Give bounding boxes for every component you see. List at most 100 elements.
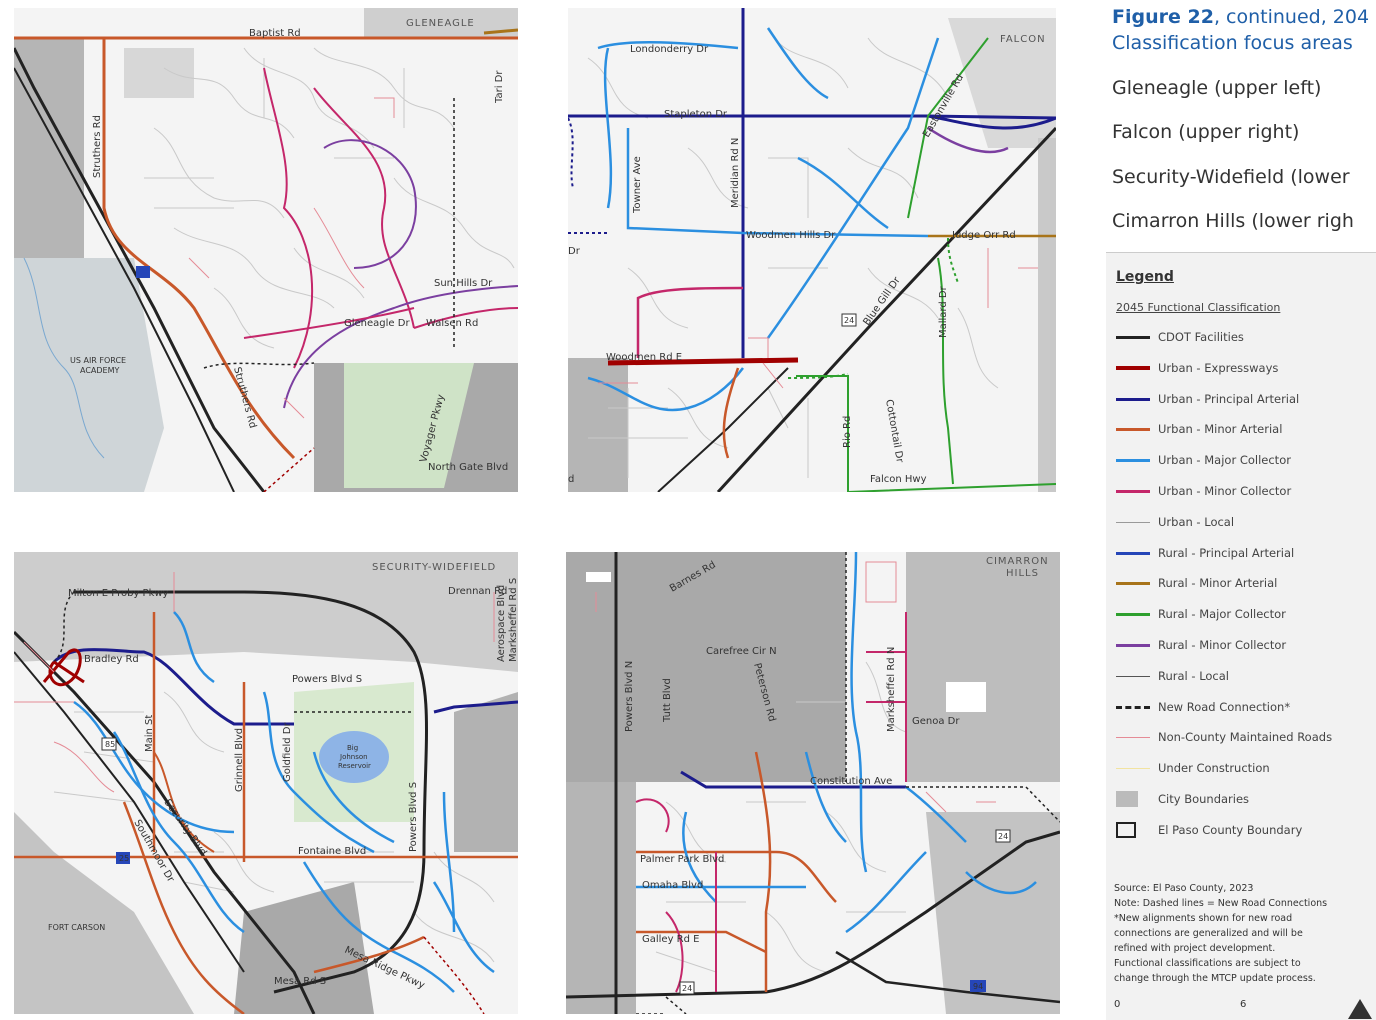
svg-text:Grinnell Blvd: Grinnell Blvd: [234, 728, 245, 792]
svg-text:25: 25: [119, 854, 129, 863]
legend-label: Rural - Minor Arterial: [1158, 576, 1278, 591]
svg-text:Stapleton Dr: Stapleton Dr: [664, 109, 728, 120]
svg-text:d: d: [568, 474, 574, 485]
svg-text:Galley Rd E: Galley Rd E: [642, 934, 699, 945]
legend-label: Urban - Principal Arterial: [1158, 391, 1300, 406]
svg-text:Tutt Blvd: Tutt Blvd: [662, 678, 673, 723]
map-falcon[interactable]: FALCON Londonderry Dr Stapleton Dr Towne…: [568, 8, 1056, 492]
svg-text:24: 24: [682, 984, 692, 993]
svg-text:US AIR FORCE: US AIR FORCE: [70, 356, 126, 365]
legend-swatch-icon: [1116, 613, 1150, 625]
legend-label: El Paso County Boundary: [1158, 822, 1303, 837]
legend-item: Urban - Minor Collector: [1116, 481, 1376, 501]
caption-item-security: Security-Widefield (lower: [1112, 166, 1350, 188]
legend-item: Rural - Major Collector: [1116, 604, 1376, 624]
legend-title: Legend: [1116, 269, 1174, 285]
legend-label: Rural - Principal Arterial: [1158, 545, 1295, 560]
legend-swatch-icon: [1116, 644, 1150, 656]
legend-swatch-icon: [1116, 737, 1150, 749]
legend-label: City Boundaries: [1158, 792, 1250, 806]
svg-text:Goldfield Dr: Goldfield Dr: [282, 722, 293, 782]
legend-note: Note: Dashed lines = New Road Connection…: [1114, 898, 1328, 909]
legend-item: Urban - Minor Arterial: [1116, 419, 1376, 439]
svg-text:Londonderry Dr: Londonderry Dr: [630, 44, 709, 55]
scale-end: 6: [1240, 999, 1247, 1010]
legend-label: Non-County Maintained Roads: [1158, 730, 1333, 745]
svg-text:94: 94: [973, 982, 983, 991]
svg-text:Fontaine Blvd: Fontaine Blvd: [298, 846, 366, 857]
map-gleneagle[interactable]: GLENEAGLE Baptist Rd Struthers Rd Tari D…: [14, 8, 518, 492]
figure-title: Figure 22, continued, 204: [1112, 6, 1370, 28]
svg-text:Genoa Dr: Genoa Dr: [912, 716, 960, 727]
legend-subtitle: 2045 Functional Classification: [1116, 301, 1281, 314]
legend-note: Functional classifications are subject t…: [1114, 958, 1301, 969]
svg-text:Meridian Rd N: Meridian Rd N: [730, 138, 741, 208]
legend-swatch-icon: [1116, 551, 1150, 564]
legend-swatch-icon: [1116, 521, 1150, 534]
svg-text:Aerospace Blvd: Aerospace Blvd: [496, 585, 507, 662]
svg-text:Gleneagle Dr: Gleneagle Dr: [344, 318, 410, 329]
svg-text:North Gate Blvd: North Gate Blvd: [428, 462, 508, 473]
legend-note: refined with project development.: [1114, 943, 1276, 954]
legend-label: Rural - Local: [1158, 668, 1229, 683]
svg-text:Towner Ave: Towner Ave: [632, 156, 643, 214]
legend-item: CDOT Facilities: [1116, 327, 1376, 347]
svg-text:Powers Blvd S: Powers Blvd S: [408, 782, 419, 852]
svg-text:Dr: Dr: [568, 246, 581, 257]
legend-swatch-icon: [1116, 397, 1150, 410]
legend-label: Urban - Minor Arterial: [1158, 422, 1283, 437]
legend-item: Rural - Principal Arterial: [1116, 543, 1376, 563]
svg-text:Marksheffel Rd N: Marksheffel Rd N: [886, 647, 897, 732]
map-legend: Legend 2045 Functional Classification CD…: [1106, 252, 1376, 1020]
security-map-canvas: SECURITY-WIDEFIELD Milton E Proby Pkwy D…: [14, 552, 518, 1014]
legend-label: Under Construction: [1158, 761, 1270, 776]
svg-text:24: 24: [998, 832, 1008, 841]
cimarron-map-canvas: CIMARRON HILLS Barnes Rd Carefree Cir N …: [566, 552, 1060, 1014]
legend-swatch-icon: [1116, 791, 1138, 807]
caption-item-gleneagle: Gleneagle (upper left): [1112, 77, 1322, 99]
svg-text:Mesa Rd S: Mesa Rd S: [274, 976, 326, 987]
figure-subtitle: Classification focus areas: [1112, 32, 1353, 54]
svg-text:HILLS: HILLS: [1006, 568, 1039, 579]
legend-swatch-icon: [1116, 365, 1150, 378]
svg-text:Baptist Rd: Baptist Rd: [249, 28, 301, 39]
legend-swatch-icon: [1116, 768, 1150, 780]
map-cimarron-hills[interactable]: CIMARRON HILLS Barnes Rd Carefree Cir N …: [566, 552, 1060, 1014]
legend-item: Under Construction: [1116, 758, 1376, 778]
svg-text:GLENEAGLE: GLENEAGLE: [406, 18, 475, 29]
svg-text:24: 24: [844, 316, 854, 325]
caption-item-cimarron: Cimarron Hills (lower righ: [1112, 210, 1354, 232]
legend-label: Urban - Expressways: [1158, 360, 1279, 375]
legend-swatch-icon: [1116, 582, 1150, 594]
svg-text:85: 85: [105, 740, 115, 749]
svg-text:Reservoir: Reservoir: [338, 762, 371, 770]
svg-text:Mallard Dr: Mallard Dr: [938, 285, 949, 338]
svg-text:Sun Hills Dr: Sun Hills Dr: [434, 278, 493, 289]
scale-start: 0: [1114, 999, 1121, 1010]
svg-text:Woodmen Rd E: Woodmen Rd E: [606, 352, 682, 363]
map-security-widefield[interactable]: SECURITY-WIDEFIELD Milton E Proby Pkwy D…: [14, 552, 518, 1014]
svg-text:Tari Dr: Tari Dr: [494, 70, 505, 104]
legend-notes: Source: El Paso County, 2023 Note: Dashe…: [1114, 881, 1376, 986]
svg-text:FALCON: FALCON: [1000, 34, 1046, 45]
svg-text:Drennan Rd: Drennan Rd: [448, 586, 507, 597]
legend-label: Rural - Minor Collector: [1158, 638, 1287, 652]
legend-swatch-icon: [1116, 821, 1136, 838]
legend-note: connections are generalized and will be: [1114, 928, 1303, 939]
legend-swatch-icon: [1116, 428, 1150, 440]
legend-item: Non-County Maintained Roads: [1116, 727, 1376, 747]
legend-item: Urban - Principal Arterial: [1116, 389, 1376, 409]
legend-note: *New alignments shown for new road: [1114, 913, 1293, 924]
svg-text:Powers Blvd N: Powers Blvd N: [624, 661, 635, 732]
legend-item: Rural - Minor Arterial: [1116, 573, 1376, 593]
legend-item: New Road Connection*: [1116, 697, 1376, 717]
legend-item: Urban - Major Collector: [1116, 450, 1376, 470]
svg-text:Johnson: Johnson: [339, 753, 368, 761]
legend-label: Urban - Local: [1158, 514, 1235, 529]
svg-text:FORT CARSON: FORT CARSON: [48, 923, 105, 932]
legend-item: City Boundaries: [1116, 789, 1376, 809]
legend-item: Rural - Local: [1116, 666, 1376, 686]
legend-label: Urban - Minor Collector: [1158, 484, 1292, 498]
svg-text:Marksheffel Rd S: Marksheffel Rd S: [508, 578, 518, 662]
svg-text:Walsen Rd: Walsen Rd: [426, 318, 478, 329]
